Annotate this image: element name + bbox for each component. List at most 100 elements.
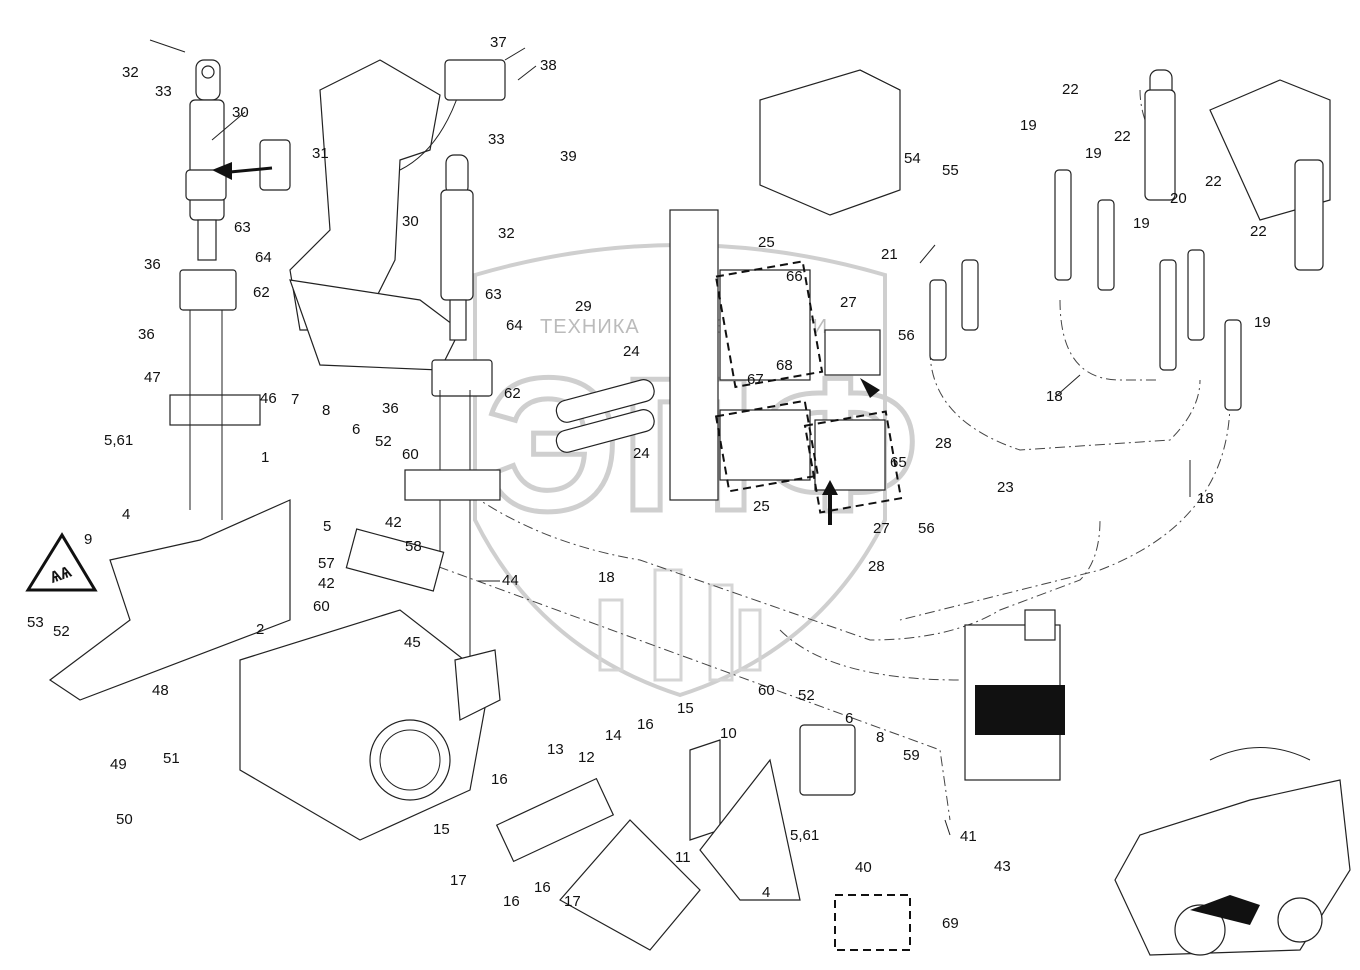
- callout-label: 60: [402, 446, 419, 463]
- callout-label: 8: [322, 402, 330, 419]
- callout-label: 6: [352, 421, 360, 438]
- callout-label: 19: [1020, 117, 1037, 134]
- callout-label: 29: [575, 298, 592, 315]
- callout-label: 63: [234, 219, 251, 236]
- callout-label: 39: [560, 148, 577, 165]
- callout-label: 65: [890, 454, 907, 471]
- callout-label: 36: [144, 256, 161, 273]
- left-cylinder-assembly: [149, 39, 291, 520]
- callout-label: 52: [375, 433, 392, 450]
- callout-label: 64: [255, 249, 272, 266]
- leader-lines: [211, 47, 1191, 836]
- callout-label: 56: [918, 520, 935, 537]
- machine-overview: [1114, 747, 1351, 956]
- callout-label: 42: [318, 575, 335, 592]
- callout-label: 32: [122, 64, 139, 81]
- callout-label: 16: [637, 716, 654, 733]
- callout-label: 19: [1254, 314, 1271, 331]
- callout-label: 30: [402, 213, 419, 230]
- callout-label: 16: [491, 771, 508, 788]
- callout-label: 18: [1046, 388, 1063, 405]
- callout-label: 18: [598, 569, 615, 586]
- callout-label: 52: [798, 687, 815, 704]
- callout-label: 5,61: [104, 432, 133, 449]
- warning-sign-icon: ѦѦ: [25, 532, 98, 592]
- center-cylinder: [404, 154, 501, 660]
- callout-label: 5: [323, 518, 331, 535]
- callout-label: 63: [485, 286, 502, 303]
- callout-label: 33: [488, 131, 505, 148]
- callout-labels: 32 33 30 31 63 36 64 62 36 47 46 5,61 4 …: [27, 34, 1271, 932]
- callout-label: 37: [490, 34, 507, 51]
- callout-label: 46: [260, 390, 277, 407]
- callout-label: 24: [633, 445, 650, 462]
- callout-label: 11: [675, 849, 691, 866]
- callout-label: 60: [313, 598, 330, 615]
- callout-label: 48: [152, 682, 169, 699]
- callout-label: 4: [762, 884, 770, 901]
- lower-chassis: [48, 499, 501, 841]
- callout-label: 28: [868, 558, 885, 575]
- callout-label: 69: [942, 915, 959, 932]
- arrow-icon: [212, 162, 880, 525]
- callout-label: 68: [776, 357, 793, 374]
- callout-label: 19: [1133, 215, 1150, 232]
- callout-label: 33: [155, 83, 172, 100]
- callout-label: 1: [261, 449, 269, 466]
- callout-label: 10: [720, 725, 737, 742]
- callout-label: 17: [450, 872, 467, 889]
- hose-routing-lines: [419, 89, 1231, 821]
- callout-label: 22: [1205, 173, 1222, 190]
- callout-label: 16: [503, 893, 520, 910]
- callout-label: 56: [898, 327, 915, 344]
- callout-label: 67: [747, 371, 764, 388]
- callout-label: 66: [786, 268, 803, 285]
- callout-label: 14: [605, 727, 622, 744]
- callout-label: 23: [997, 479, 1014, 496]
- callout-label: 41: [960, 828, 977, 845]
- callout-label: 6: [845, 710, 853, 727]
- callout-label: 44: [502, 572, 519, 589]
- control-valve-stack: [964, 609, 1065, 781]
- callout-label: 21: [881, 246, 898, 263]
- callout-label: 7: [291, 391, 299, 408]
- callout-label: 42: [385, 514, 402, 531]
- callout-label: 15: [433, 821, 450, 838]
- valve-block: [555, 209, 903, 514]
- callout-label: 51: [163, 750, 180, 767]
- callout-label: 62: [504, 385, 521, 402]
- callout-label: 28: [935, 435, 952, 452]
- callout-label: 15: [677, 700, 694, 717]
- callout-label: 50: [116, 811, 133, 828]
- callout-label: 2: [256, 621, 264, 638]
- callout-label: 40: [855, 859, 872, 876]
- callout-label: 43: [994, 858, 1011, 875]
- callout-label: 22: [1062, 81, 1079, 98]
- callout-label: 31: [312, 145, 329, 162]
- callout-label: 30: [232, 104, 249, 121]
- callout-label: 13: [547, 741, 564, 758]
- callout-label: 36: [138, 326, 155, 343]
- callout-label: 58: [405, 538, 422, 555]
- callout-label: 12: [578, 749, 595, 766]
- callout-label: 27: [840, 294, 857, 311]
- callout-label: 62: [253, 284, 270, 301]
- callout-label: 53: [27, 614, 44, 631]
- pump-housing: [759, 69, 979, 361]
- callout-label: 49: [110, 756, 127, 773]
- callout-label: 27: [873, 520, 890, 537]
- callout-label: 19: [1085, 145, 1102, 162]
- callout-label: 17: [564, 893, 581, 910]
- callout-label: 45: [404, 634, 421, 651]
- callout-label: 9: [84, 531, 92, 548]
- callout-label: 52: [53, 623, 70, 640]
- callout-label: 25: [753, 498, 770, 515]
- callout-label: 22: [1250, 223, 1267, 240]
- callout-label: 5,61: [790, 827, 819, 844]
- callout-label: 22: [1114, 128, 1131, 145]
- callout-label: 8: [876, 729, 884, 746]
- callout-label: 36: [382, 400, 399, 417]
- callout-label: 16: [534, 879, 551, 896]
